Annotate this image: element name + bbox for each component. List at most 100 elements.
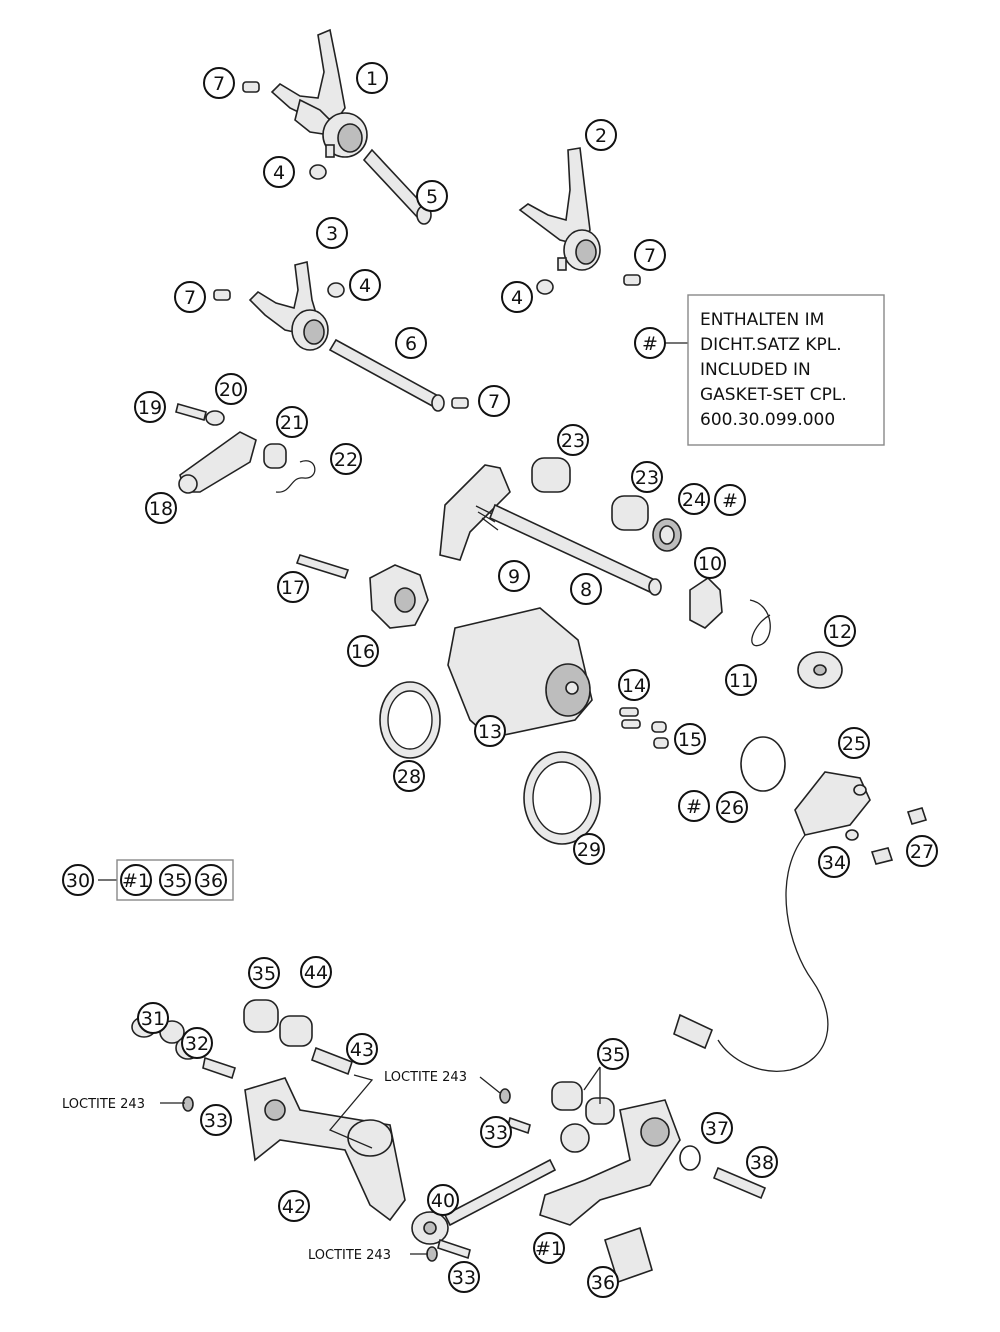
- shift-rod-6-drawing: [328, 338, 445, 412]
- note-line-5: 600.30.099.000: [700, 410, 835, 430]
- callout-40: 40: [427, 1184, 459, 1216]
- callout-circle: [631, 461, 663, 493]
- callout-43: 43: [346, 1033, 378, 1065]
- callout-number: 19: [138, 397, 162, 419]
- callout-44: 44: [300, 956, 332, 988]
- callout-circle: [347, 635, 379, 667]
- callout-15: 15: [674, 723, 706, 755]
- callout-circle: [906, 835, 938, 867]
- callout-number: 33: [484, 1122, 508, 1144]
- callout-number: 1: [366, 68, 378, 90]
- callout-circle: [62, 864, 94, 896]
- note-line-3: INCLUDED IN: [700, 360, 811, 380]
- callout-21: 21: [276, 406, 308, 438]
- callout-number: 20: [219, 379, 243, 401]
- callout-11: 11: [725, 664, 757, 696]
- callout-number: 40: [431, 1190, 455, 1212]
- callout-circle: [587, 1266, 619, 1298]
- callout-17: 17: [277, 571, 309, 603]
- callout-circle: [200, 1104, 232, 1136]
- callout-number: 25: [842, 733, 866, 755]
- shift-star-16-drawing: [295, 554, 429, 629]
- callout-8: 8: [570, 573, 602, 605]
- callout-number: 44: [304, 962, 328, 984]
- callout-number: 36: [199, 870, 223, 892]
- callout-number: 4: [359, 275, 371, 297]
- callout-number: 18: [149, 498, 173, 520]
- note-line-1: ENTHALTEN IM: [700, 310, 824, 330]
- callout-number: 14: [622, 675, 646, 697]
- callout-number: 3: [326, 223, 338, 245]
- callout-16: 16: [347, 635, 379, 667]
- callout-37: 37: [701, 1112, 733, 1144]
- callout-circle: [838, 727, 870, 759]
- callout-circle: [585, 119, 617, 151]
- callout-7: 7: [478, 385, 510, 417]
- callout-circle: [533, 1232, 565, 1264]
- callout-circle: [276, 406, 308, 438]
- callout-circle: [248, 957, 280, 989]
- callout-number: 43: [350, 1039, 374, 1061]
- callout-circle: [215, 373, 247, 405]
- callout-circle: [300, 956, 332, 988]
- callout-number: 37: [705, 1118, 729, 1140]
- callout-2: 2: [585, 119, 617, 151]
- callout-number: 35: [163, 870, 187, 892]
- callout-24: 24: [678, 483, 710, 515]
- callout-number: 32: [185, 1033, 209, 1055]
- callout-7: 7: [634, 239, 666, 271]
- callout-circle: [174, 281, 206, 313]
- callout-number: 7: [644, 245, 656, 267]
- callout-circle: [448, 1261, 480, 1293]
- callout-circle: [678, 483, 710, 515]
- shift-pedal-drawing: [539, 1099, 767, 1284]
- callout-number: #1: [535, 1238, 563, 1260]
- shift-lever-42-drawing: [244, 1077, 406, 1222]
- callout-circle: [618, 669, 650, 701]
- callout-number: 42: [282, 1196, 306, 1218]
- callout-number: 36: [591, 1272, 615, 1294]
- note-line-2: DICHT.SATZ KPL.: [700, 335, 842, 355]
- callout-30: 30: [62, 864, 94, 896]
- callout-circle: [674, 723, 706, 755]
- note-line-4: GASKET-SET CPL.: [700, 385, 847, 405]
- callout-circle: [330, 443, 362, 475]
- callout-3: 3: [316, 217, 348, 249]
- callout-number: 7: [213, 73, 225, 95]
- callout-circle: [346, 1033, 378, 1065]
- loctite-label-3: LOCTITE 243: [308, 1248, 391, 1263]
- callout-26: 26: [716, 791, 748, 823]
- callout-32: 32: [181, 1027, 213, 1059]
- callout-hash: #: [634, 327, 666, 359]
- callout-number: 23: [561, 430, 585, 452]
- callout-circle: [181, 1027, 213, 1059]
- shift-fork-3-drawing: [248, 261, 329, 351]
- callout-hash: #: [714, 484, 746, 516]
- callout-circle: [120, 864, 152, 896]
- callout-circle: [634, 327, 666, 359]
- callout-13: 13: [474, 715, 506, 747]
- callout-circle: [824, 615, 856, 647]
- callout-circle: [694, 547, 726, 579]
- callout-1: 1: [356, 62, 388, 94]
- callout-circle: [277, 571, 309, 603]
- callout-19: 19: [134, 391, 166, 423]
- callout-number: 31: [141, 1008, 165, 1030]
- callout-35: 35: [159, 864, 191, 896]
- callout-6: 6: [395, 327, 427, 359]
- callout-number: 29: [577, 839, 601, 861]
- callout-circle: [716, 791, 748, 823]
- callout-29: 29: [573, 833, 605, 865]
- callout-circle: [557, 424, 589, 456]
- callout-27: 27: [906, 835, 938, 867]
- callout-circle: [145, 492, 177, 524]
- callout-number: 22: [334, 449, 358, 471]
- callout-14: 14: [618, 669, 650, 701]
- callout-number: 5: [426, 186, 438, 208]
- callout-number: 4: [273, 162, 285, 184]
- callout-7: 7: [174, 281, 206, 313]
- callout-33: 33: [480, 1116, 512, 1148]
- callout-number: 28: [397, 766, 421, 788]
- callout-number: 34: [822, 852, 846, 874]
- kit-30-group-box: [116, 859, 234, 901]
